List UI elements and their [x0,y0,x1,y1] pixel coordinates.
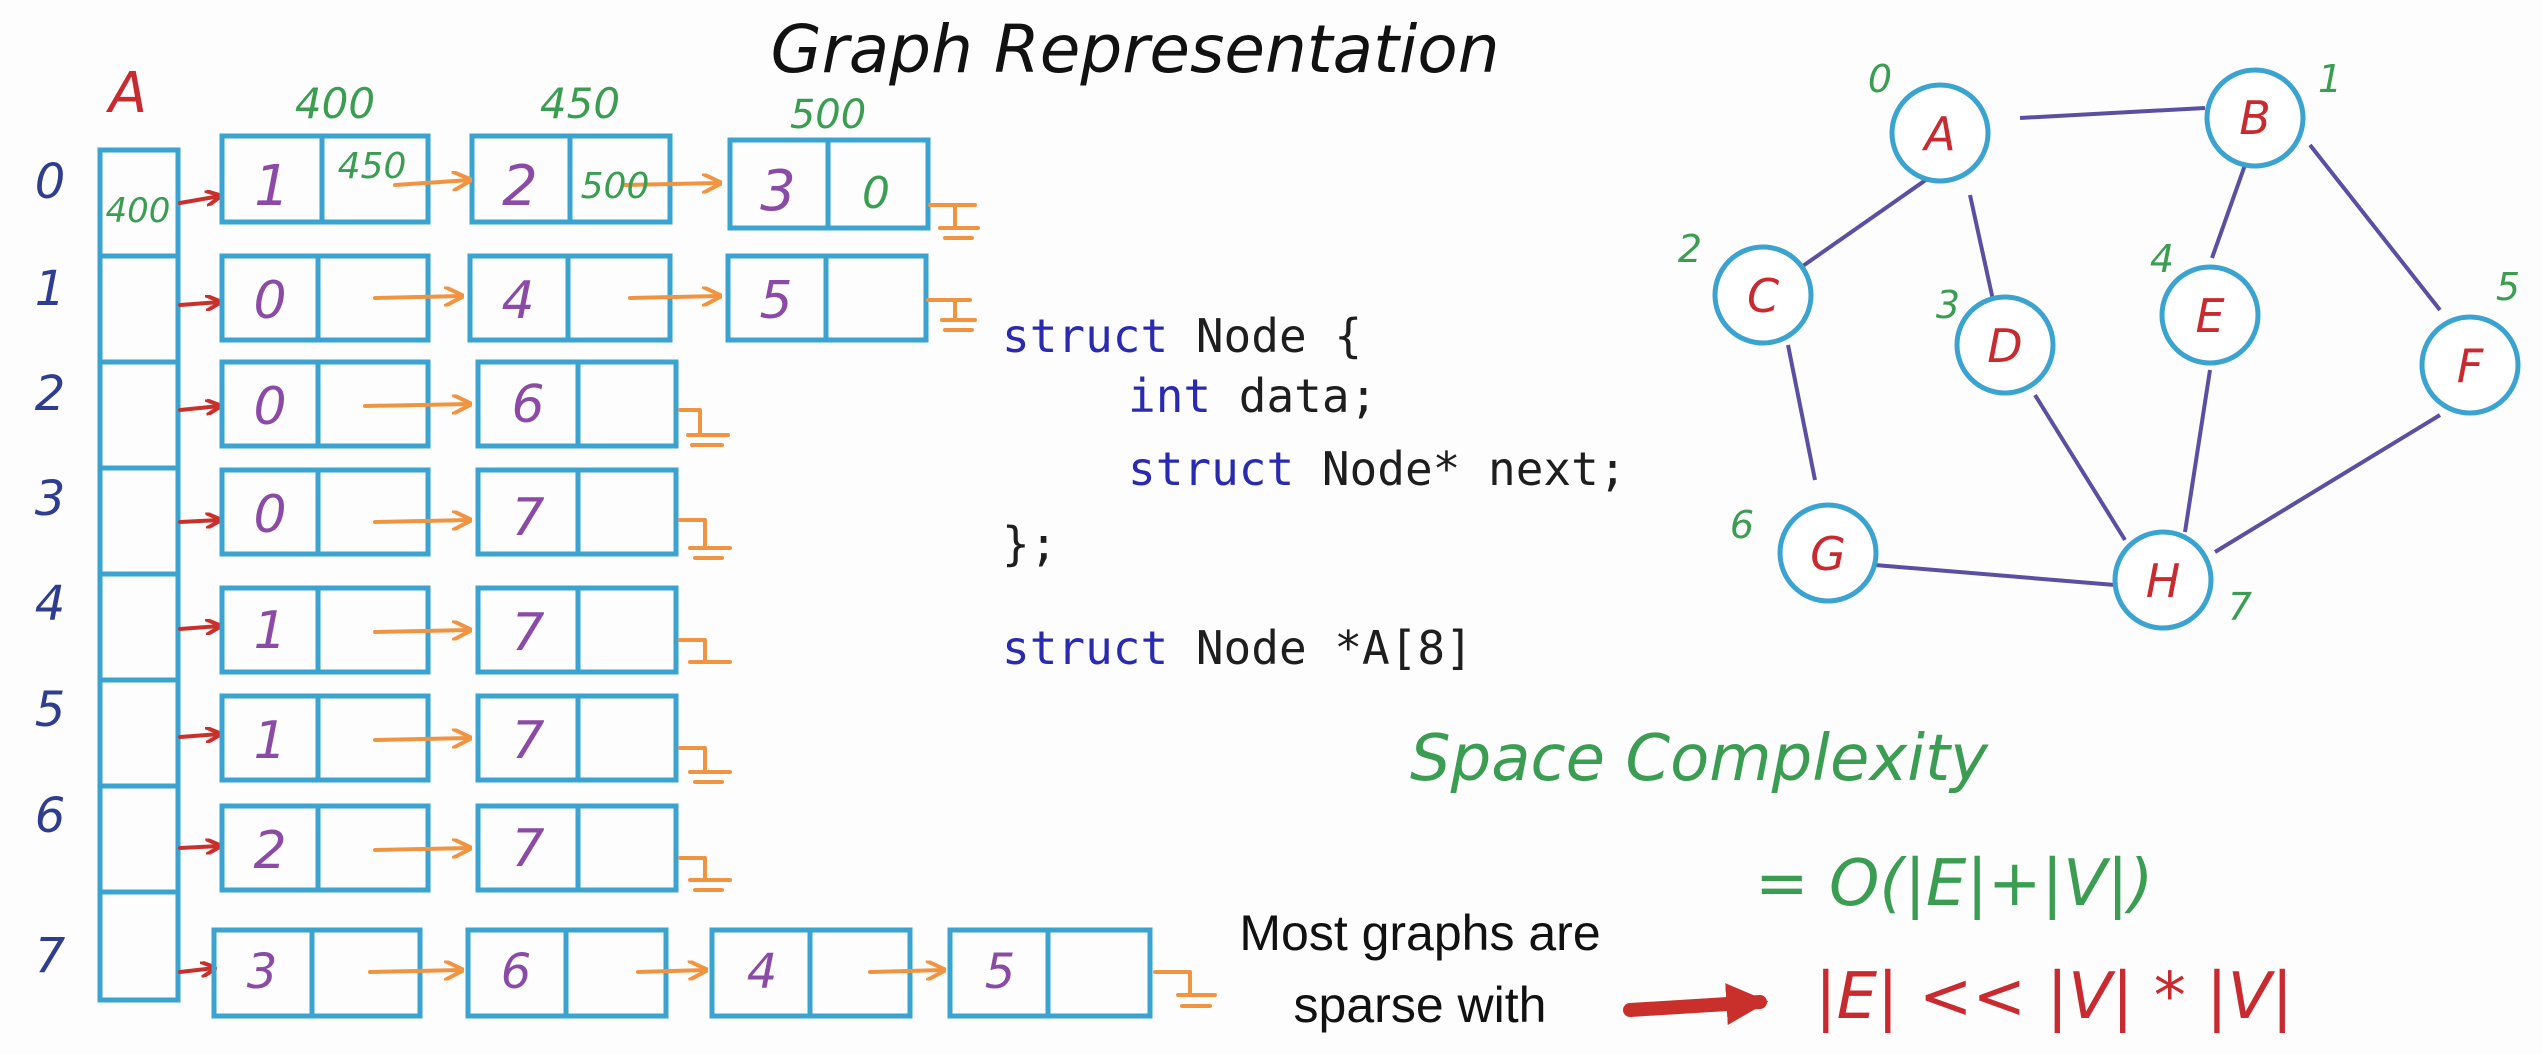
svg-text:E: E [2195,289,2224,343]
head-pointers [178,196,220,972]
space-complexity-formula: = O(|E|+|V|) [1755,847,2153,921]
list-node-next: 0 [862,168,890,219]
svg-text:A: A [1921,107,1955,161]
list-node-data: 0 [253,271,286,331]
list-node-data: 4 [501,271,534,331]
list-node-data: 5 [759,271,792,331]
list-row-3 [219,467,732,560]
array-cell-0-value: 400 [106,191,171,231]
list-node-data: 6 [501,944,532,1000]
address-label-450: 450 [540,79,620,128]
row-index: 1 [35,261,66,317]
list-row-4 [219,585,732,675]
code-declaration: struct Node *A[8] [1002,621,1473,675]
svg-text:C: C [1747,269,1779,323]
node-index-label: 5 [2496,265,2520,309]
node-index-label: 2 [1678,227,1702,271]
graph-node-b: B [2204,67,2306,169]
space-complexity-label: Space Complexity [1410,722,1989,796]
list-node-data: 7 [511,488,544,548]
graph-node-h: H [2112,529,2214,631]
array-label: A [106,61,147,126]
list-node-data: 0 [253,377,286,437]
list-row-2 [219,359,730,449]
graph-node-c: C [1712,244,1814,346]
graph-node-e: E [2159,264,2261,366]
note-line-1: Most graphs are [1239,905,1600,961]
list-node-data: 5 [985,944,1016,1000]
graph-node-f: F [2419,314,2521,416]
list-node-data: 2 [502,154,538,219]
list-node-next: 450 [338,146,407,187]
pointer-array [97,147,181,1003]
address-label-400: 400 [295,79,375,128]
row-index: 4 [35,576,66,632]
svg-text:B: B [2239,91,2271,145]
node-index-label: 4 [2150,237,2174,281]
list-node-data: 4 [747,944,778,1000]
code-line-3: struct Node* next; [1128,442,1627,496]
list-node-data: 7 [511,711,544,771]
svg-text:D: D [1987,319,2022,373]
graph-edges [1786,106,2442,587]
node-index-label: 3 [1936,283,1960,327]
list-node-data: 3 [247,944,278,1000]
code-line-1: struct Node { [1002,309,1362,363]
sparse-inequality: |E| << |V| * |V| [1815,960,2293,1034]
row-index: 6 [35,788,66,844]
svg-text:H: H [2146,554,2181,608]
row-index: 3 [35,471,66,527]
code-block: struct Node { int data; struct Node* nex… [1002,309,1627,675]
row-index: 2 [35,366,66,422]
list-node-data: 3 [760,159,796,224]
graph-node-a: A [1889,82,1991,184]
page-title: Graph Representation [770,11,1499,88]
svg-text:G: G [1810,527,1846,581]
graph-node-d: D [1954,294,2056,396]
note-arrow [1623,983,1769,1026]
list-node-data: 7 [511,603,544,663]
list-node-next: 500 [581,166,650,207]
node-index-label: 6 [1730,503,1754,547]
list-row-7 [211,927,1217,1019]
list-row-0 [219,133,980,240]
row-index: 5 [35,682,66,738]
list-node-data: 1 [253,601,286,661]
list-node-data: 2 [253,821,286,881]
list-row-1 [219,253,977,343]
svg-text:F: F [2457,339,2484,393]
address-label-500: 500 [790,92,866,138]
note-line-2: sparse with [1294,977,1547,1033]
node-index-label: 7 [2228,585,2252,629]
code-line-2: int data; [1128,369,1377,423]
row-index: 0 [35,154,66,210]
list-node-data: 7 [511,819,544,879]
list-node-data: 0 [253,485,286,545]
list-row-5 [219,693,732,784]
node-index-label: 0 [1868,57,1892,101]
node-index-label: 1 [2318,57,2342,101]
list-node-data: 1 [253,711,286,771]
list-node-data: 6 [511,375,544,435]
row-index: 7 [35,928,66,984]
code-line-4: }; [1002,517,1057,571]
graph-node-g: G [1777,502,1879,604]
list-node-data: 1 [254,154,290,219]
list-row-6 [219,803,732,893]
